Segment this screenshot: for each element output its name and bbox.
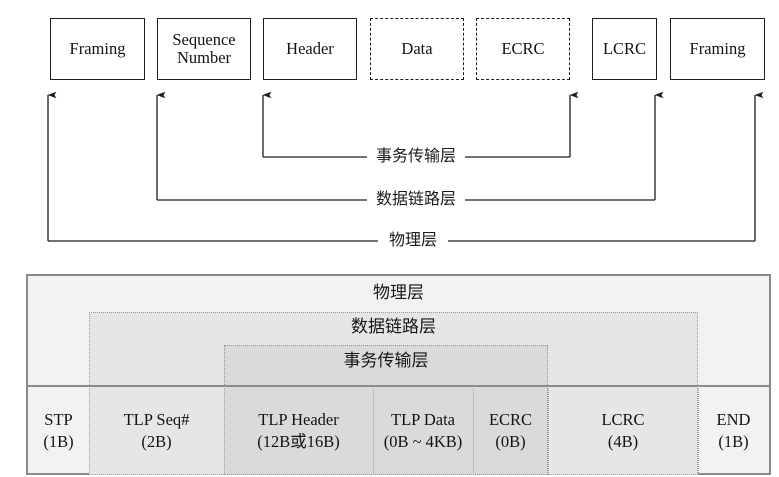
cell-label: TLP Data [391,409,455,429]
packet-field-sequence-number: Sequence Number [157,18,251,80]
packet-field-header: Header [263,18,357,80]
packet-field-framing-right: Framing [670,18,765,80]
cell-separator [224,386,226,475]
cell-size: (4B) [607,431,639,451]
packet-cell-stp: STP (1B) [28,386,89,475]
packet-field-label: ECRC [501,38,545,58]
cell-separator [473,386,475,475]
packet-cell-tlp-seq: TLP Seq# (2B) [89,386,224,475]
cell-label: ECRC [488,409,533,429]
stack-layer-name: 数据链路层 [351,317,436,336]
packet-field-label-line2: Number [176,48,232,67]
bracket-label-datalink-layer: 数据链路层 [366,192,466,208]
cell-size: (1B) [718,431,749,451]
cell-label: TLP Seq# [123,409,190,429]
packet-field-label: Header [286,38,334,58]
stack-label-physical-layer: 物理层 [26,276,771,310]
packet-cell-tlp-header: TLP Header (12B或16B) [224,386,373,475]
packet-field-label: Framing [689,38,746,58]
cell-separator [698,386,700,475]
stack-layer-name: 事务传输层 [343,351,429,370]
packet-field-label: LCRC [602,38,647,58]
packet-field-label: Data [401,38,433,58]
cell-size: (1B) [43,431,74,451]
bracket-label-transaction-layer: 事务传输层 [366,149,466,165]
cell-label: LCRC [601,409,645,429]
cell-separator [548,386,550,475]
cell-size: (2B) [141,431,172,451]
stack-label-datalink-layer: 数据链路层 [89,313,698,345]
bracket-physical-layer [47,91,764,242]
cell-label: STP [44,409,73,429]
packet-cell-tlp-data: TLP Data (0B ~ 4KB) [373,386,473,475]
stack-transaction-layer-box [224,345,548,475]
packet-field-lcrc: LCRC [592,18,657,80]
cell-size: (0B ~ 4KB) [383,431,463,451]
cell-size: (0B) [495,431,526,451]
cell-label: TLP Header [258,409,339,429]
packet-cell-lcrc: LCRC (4B) [548,386,698,475]
cell-separator [373,386,375,475]
cell-label: END [716,409,751,429]
cell-size: (12B或16B) [257,431,340,451]
cell-separator [89,386,91,475]
packet-cell-ecrc: ECRC (0B) [473,386,548,475]
bracket-label-physical-layer: 物理层 [379,233,447,249]
packet-field-label: Framing [69,38,126,58]
stack-layer-name: 物理层 [373,283,424,302]
packet-field-label: Sequence [172,29,236,49]
packet-field-framing-left: Framing [50,18,145,80]
packet-field-data: Data [370,18,464,80]
stack-label-transaction-layer: 事务传输层 [224,347,548,379]
stack-row-divider [26,385,771,387]
packet-cell-end: END (1B) [698,386,769,475]
packet-field-ecrc: ECRC [476,18,570,80]
